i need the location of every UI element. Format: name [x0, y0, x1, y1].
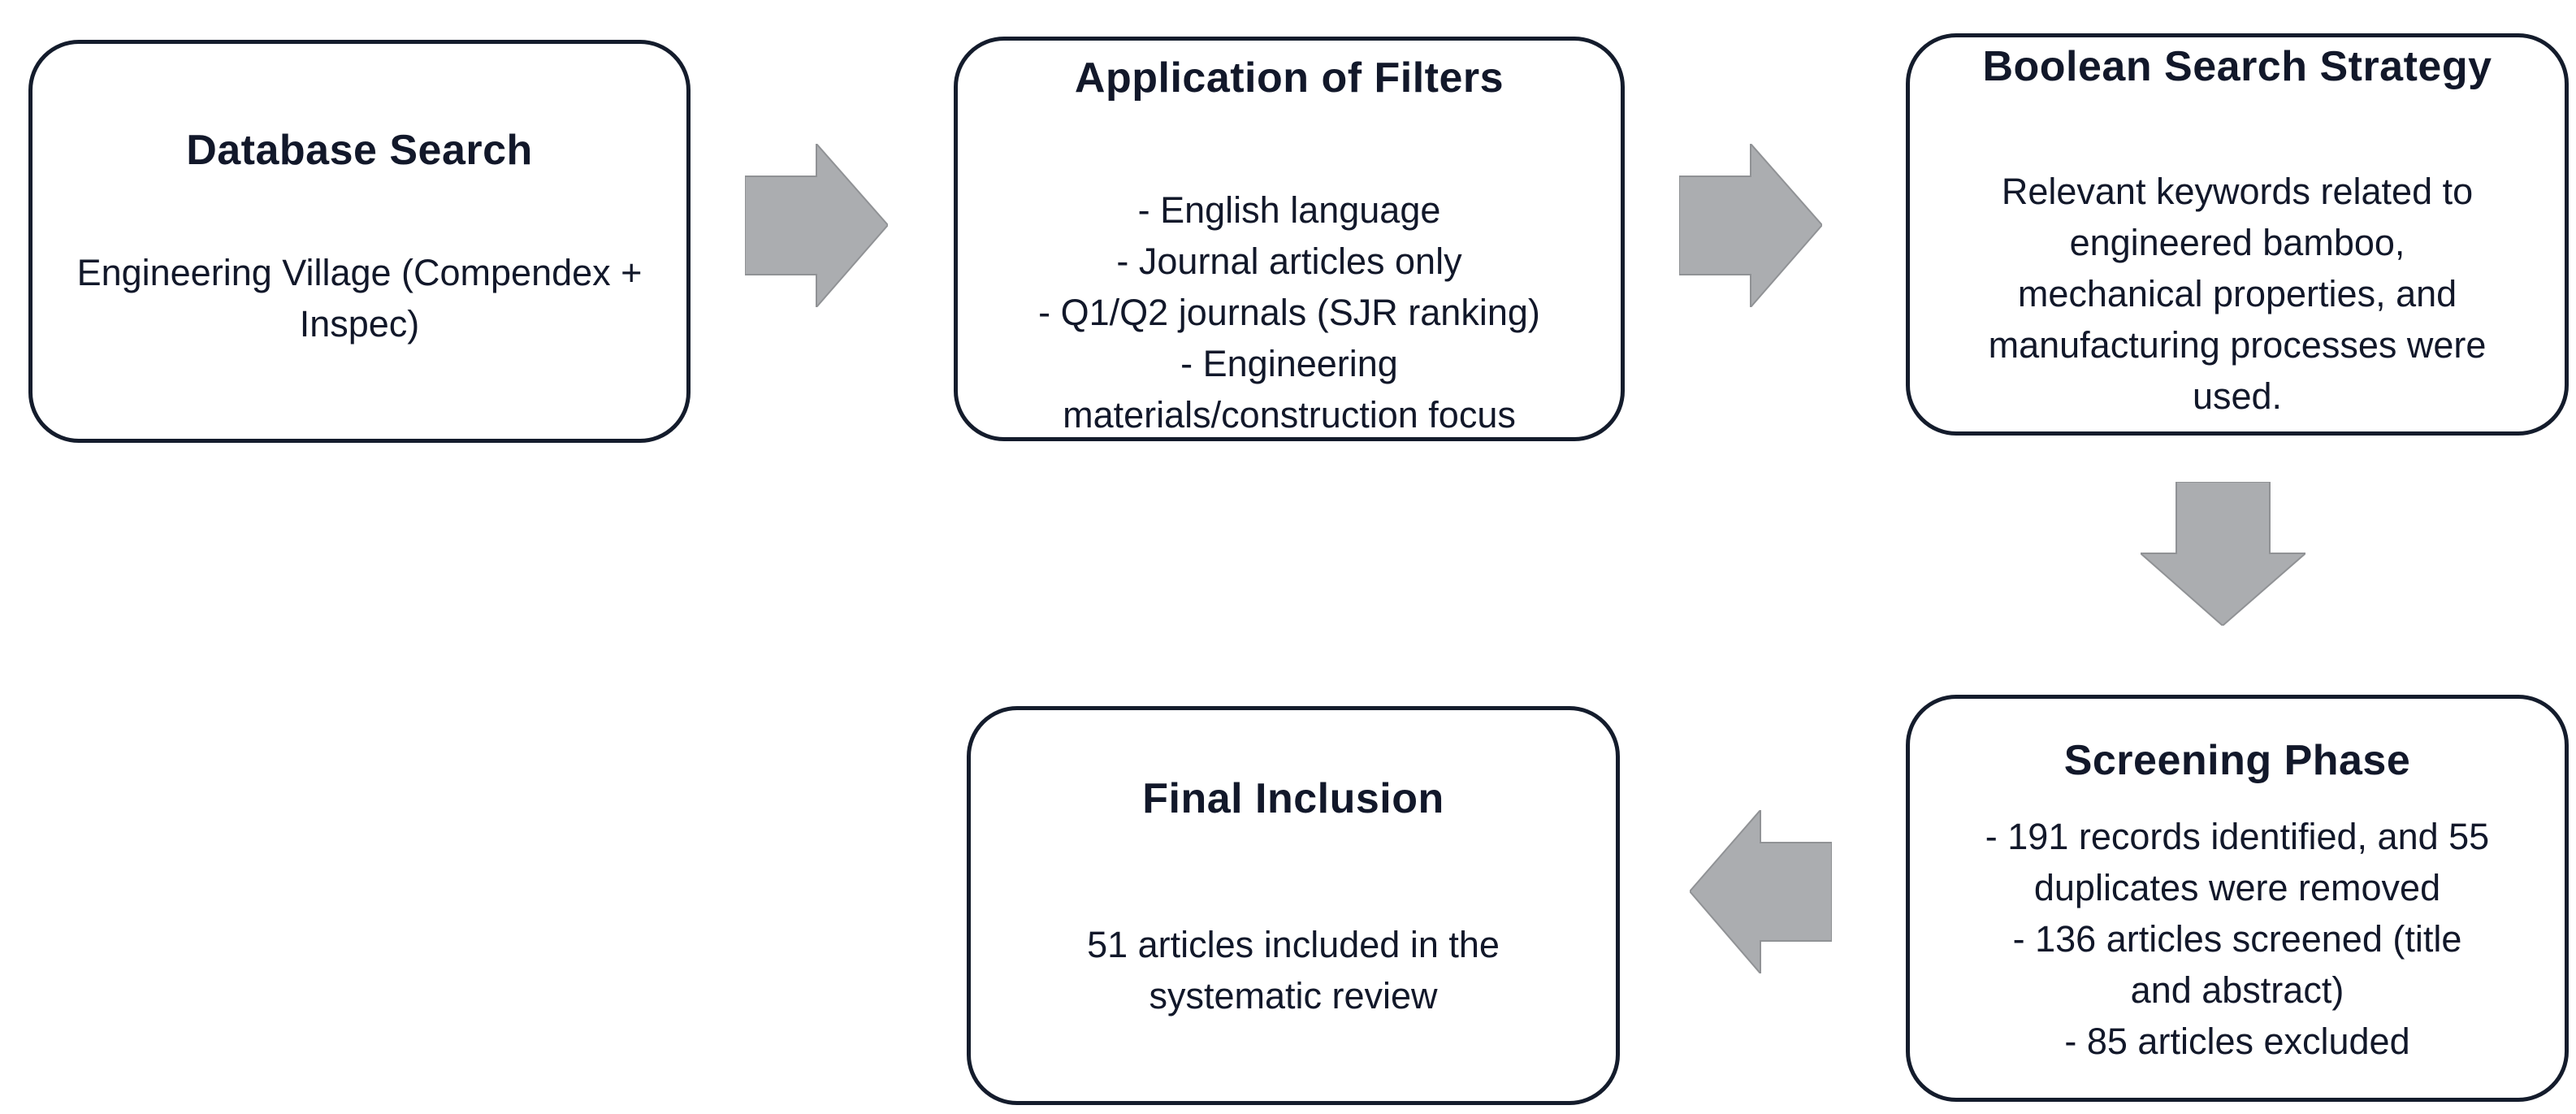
body-line: Relevant keywords related to: [2001, 171, 2474, 212]
body-line: 51 articles included in the: [1087, 924, 1500, 965]
body-line: - Engineering: [1180, 343, 1398, 384]
flow-arrow-left-icon: [1690, 810, 1832, 973]
body-line: - 136 articles screened (title: [2012, 918, 2462, 960]
node-final-inclusion-body: 51 articles included in the systematic r…: [971, 919, 1616, 1021]
flow-arrow-down-icon: [2141, 482, 2305, 626]
body-line: - 191 records identified, and 55: [1985, 816, 2490, 857]
body-line: engineered bamboo,: [2069, 222, 2405, 263]
node-screening-phase-title: Screening Phase: [2063, 737, 2411, 784]
node-final-inclusion: Final Inclusion 51 articles included in …: [967, 706, 1620, 1105]
body-line: - Journal articles only: [1116, 241, 1462, 282]
body-line: and abstract): [2130, 969, 2344, 1011]
node-screening-phase: Screening Phase - 191 records identified…: [1906, 695, 2569, 1102]
body-line: materials/construction focus: [1063, 394, 1516, 436]
node-database-search-body: Engineering Village (Compendex + Inspec): [32, 247, 686, 349]
body-line: Engineering Village (Compendex +: [76, 252, 643, 293]
body-line: systematic review: [1149, 975, 1438, 1016]
node-application-of-filters: Application of Filters - English languag…: [954, 37, 1625, 441]
node-boolean-search-strategy-body: Relevant keywords related to engineered …: [1910, 166, 2565, 422]
body-line: - Q1/Q2 journals (SJR ranking): [1038, 292, 1540, 333]
node-screening-phase-body: - 191 records identified, and 55 duplica…: [1910, 811, 2565, 1067]
body-line: used.: [2192, 375, 2283, 417]
node-database-search: Database Search Engineering Village (Com…: [28, 40, 691, 443]
body-line: Inspec): [299, 303, 420, 345]
body-line: mechanical properties, and: [2017, 273, 2457, 314]
node-boolean-search-strategy-title: Boolean Search Strategy: [1982, 43, 2492, 90]
node-boolean-search-strategy: Boolean Search Strategy Relevant keyword…: [1906, 33, 2569, 436]
body-line: - 85 articles excluded: [2064, 1021, 2410, 1062]
node-application-of-filters-body: - English language - Journal articles on…: [958, 184, 1621, 440]
body-line: manufacturing processes were: [1988, 324, 2487, 366]
node-final-inclusion-title: Final Inclusion: [1142, 775, 1444, 822]
node-database-search-title: Database Search: [186, 127, 533, 174]
body-line: - English language: [1137, 189, 1441, 231]
node-application-of-filters-title: Application of Filters: [1074, 54, 1504, 102]
body-line: duplicates were removed: [2033, 867, 2441, 908]
flow-arrow-right-icon: [1679, 144, 1822, 307]
flow-arrow-right-icon: [745, 144, 888, 307]
